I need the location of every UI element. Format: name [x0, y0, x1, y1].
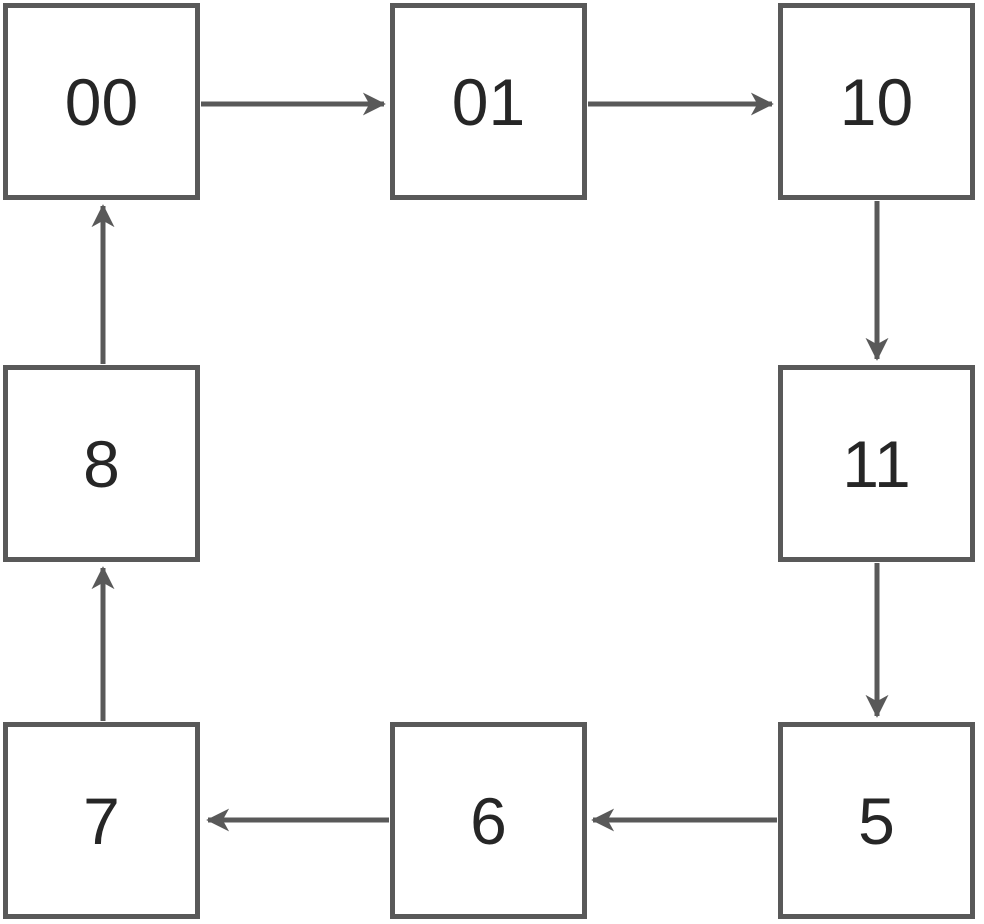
- node-7: 7: [3, 722, 200, 919]
- node-8-label: 8: [83, 426, 120, 501]
- node-7-label: 7: [83, 783, 120, 858]
- node-8: 8: [3, 365, 200, 562]
- node-10: 10: [778, 3, 975, 200]
- node-01: 01: [390, 3, 587, 200]
- node-6: 6: [390, 722, 587, 919]
- node-5-label: 5: [858, 783, 895, 858]
- node-5: 5: [778, 722, 975, 919]
- node-00: 00: [3, 3, 200, 200]
- node-00-label: 00: [64, 64, 139, 139]
- node-6-label: 6: [470, 783, 507, 858]
- node-10-label: 10: [839, 64, 914, 139]
- node-11-label: 11: [842, 426, 911, 501]
- node-01-label: 01: [451, 64, 526, 139]
- node-11: 11: [778, 365, 975, 562]
